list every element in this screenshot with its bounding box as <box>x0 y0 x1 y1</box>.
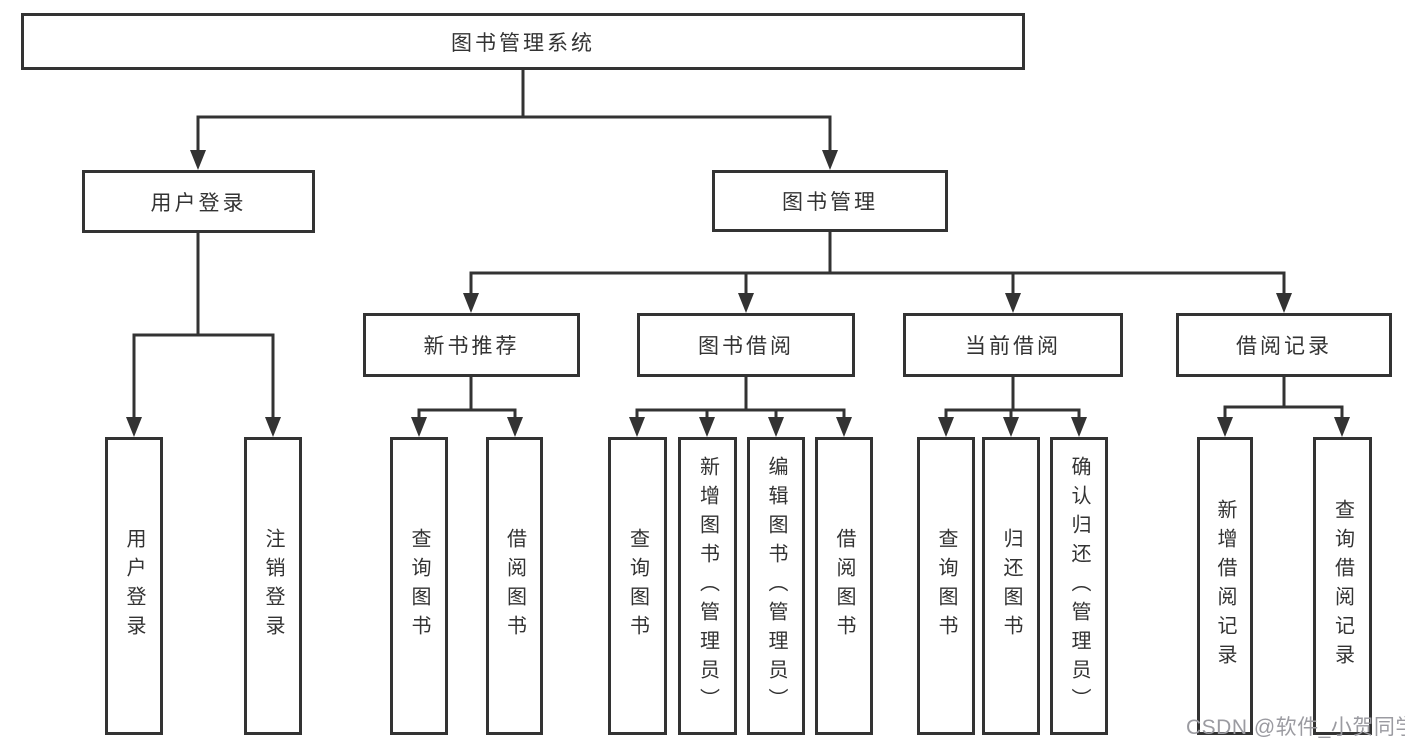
node-new-book-recommend: 新书推荐 <box>363 313 580 377</box>
leaf-edit-book-admin: 编辑图书（管理员） <box>747 437 805 735</box>
leaf-query-books-borrow: 查询图书 <box>608 437 667 735</box>
leaf-query-books-recommend: 查询图书 <box>390 437 448 735</box>
node-user-login: 用户登录 <box>82 170 315 233</box>
leaf-query-books-current: 查询图书 <box>917 437 975 735</box>
leaf-borrow-books-recommend: 借阅图书 <box>486 437 543 735</box>
leaf-confirm-return-admin: 确认归还（管理员） <box>1050 437 1108 735</box>
node-current-borrow: 当前借阅 <box>903 313 1123 377</box>
leaf-add-book-admin: 新增图书（管理员） <box>678 437 737 735</box>
leaf-borrow-books: 借阅图书 <box>815 437 873 735</box>
node-book-management: 图书管理 <box>712 170 948 232</box>
leaf-return-books: 归还图书 <box>982 437 1040 735</box>
node-book-borrow: 图书借阅 <box>637 313 855 377</box>
node-root: 图书管理系统 <box>21 13 1025 70</box>
node-borrow-records: 借阅记录 <box>1176 313 1392 377</box>
watermark: CSDN @软件_小贺同学 <box>1186 716 1405 739</box>
leaf-add-borrow-record: 新增借阅记录 <box>1197 437 1253 735</box>
leaf-user-login: 用户登录 <box>105 437 163 735</box>
leaf-logout: 注销登录 <box>244 437 302 735</box>
leaf-query-borrow-record: 查询借阅记录 <box>1313 437 1372 735</box>
